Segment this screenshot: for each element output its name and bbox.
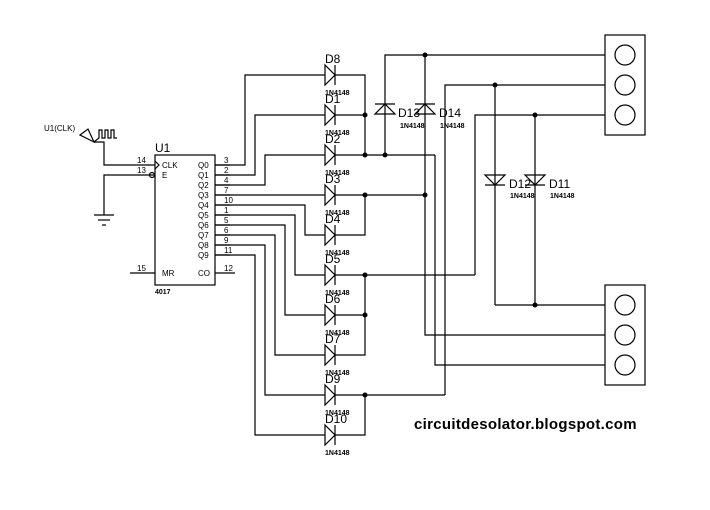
ic-4017[interactable]: U1 4017 14 CLK 13 E 15 MR 3Q0 2Q1 4Q2 7Q3 10… [130,141,235,296]
pin-name: CO [198,269,210,278]
diode-ref: D13 [398,106,420,120]
diode-part: 1N4148 [325,170,350,177]
lamp [614,74,636,96]
ic-part: 4017 [155,289,171,296]
pin-number: 12 [224,264,233,273]
diode-ref: D9 [325,372,341,386]
diode-d11[interactable]: D11 1N4148 [523,174,575,200]
diode-part: 1N4148 [325,450,350,457]
led-trunks [384,52,605,395]
diode-part: 1N4148 [325,370,350,377]
diode-ref: D3 [325,172,341,186]
lamp [614,44,636,66]
pin-name: Q2 [198,181,209,190]
diode-ref: D4 [325,212,341,226]
traffic-light-top[interactable] [604,34,646,136]
diode-part: 1N4148 [510,193,535,200]
clock-source: U1(CLK) [44,124,155,166]
pin-name: Q8 [198,241,209,250]
diode-part: 1N4148 [440,123,465,130]
wire-clk [94,141,155,166]
diode-d8[interactable]: D8 1N4148 [324,52,350,97]
traffic-light-bottom[interactable] [604,284,646,386]
pin-number: 14 [137,156,146,165]
diode-part: 1N4148 [325,410,350,417]
lamp [614,294,636,316]
diode-ref: D7 [325,332,341,346]
pin-number: 15 [137,264,146,273]
diode-d12[interactable]: D12 1N4148 [483,174,535,200]
pin-number: 1 [224,206,229,215]
diode-part: 1N4148 [325,330,350,337]
ic-ref: U1 [155,141,171,155]
diode-ref: D8 [325,52,341,66]
pin-number: 13 [137,166,146,175]
diode-ref: D5 [325,252,341,266]
clock-source-label: U1(CLK) [44,124,75,133]
diode-part: 1N4148 [325,210,350,217]
pin-number: 11 [224,246,233,255]
pin-name: Q5 [198,211,209,220]
pin-name: Q1 [198,171,209,180]
diode-ref: D11 [549,177,570,191]
lamp [614,354,636,376]
pin-name: MR [162,269,175,278]
diode-ref: D2 [325,132,341,146]
diode-ref: D12 [509,177,531,191]
diode-d13[interactable]: D13 1N4148 [373,103,425,130]
pin-number: 2 [224,166,229,175]
diode-part: 1N4148 [325,290,350,297]
diode-ref: D6 [325,292,341,306]
ground-icon [94,214,114,226]
lamp [614,324,636,346]
diode-ref: D10 [325,412,347,426]
pin-number: 4 [224,176,229,185]
lamp [614,104,636,126]
diode-part: 1N4148 [325,250,350,257]
diode-part: 1N4148 [550,193,575,200]
pin-number: 10 [224,196,233,205]
pin-number: 5 [224,216,229,225]
ground-symbol [94,174,155,226]
pin-number: 7 [224,186,229,195]
pin-name: CLK [162,161,178,170]
pin-name: Q9 [198,251,209,260]
clock-pulse-icon [78,128,117,144]
pin-name: E [162,171,167,180]
diode-column: D81N4148D11N4148D21N4148D31N4148D41N4148… [324,52,350,457]
diode-part: 1N4148 [325,130,350,137]
pin-number: 6 [224,226,229,235]
pin-number: 9 [224,236,229,245]
pin-name: Q3 [198,191,209,200]
diode-d14[interactable]: D14 1N4148 [413,103,465,130]
pin-name: Q7 [198,231,209,240]
pin-number: 3 [224,156,229,165]
diode-ref: D14 [439,106,461,120]
diode-part: 1N4148 [400,123,425,130]
credit-text: circuitdesolator.blogspot.com [414,416,637,433]
diode-part: 1N4148 [325,90,350,97]
diode-ref: D1 [325,92,341,106]
pin-name: Q0 [198,161,209,170]
pin-name: Q4 [198,201,209,210]
pin-name: Q6 [198,221,209,230]
output-wires [215,74,325,436]
